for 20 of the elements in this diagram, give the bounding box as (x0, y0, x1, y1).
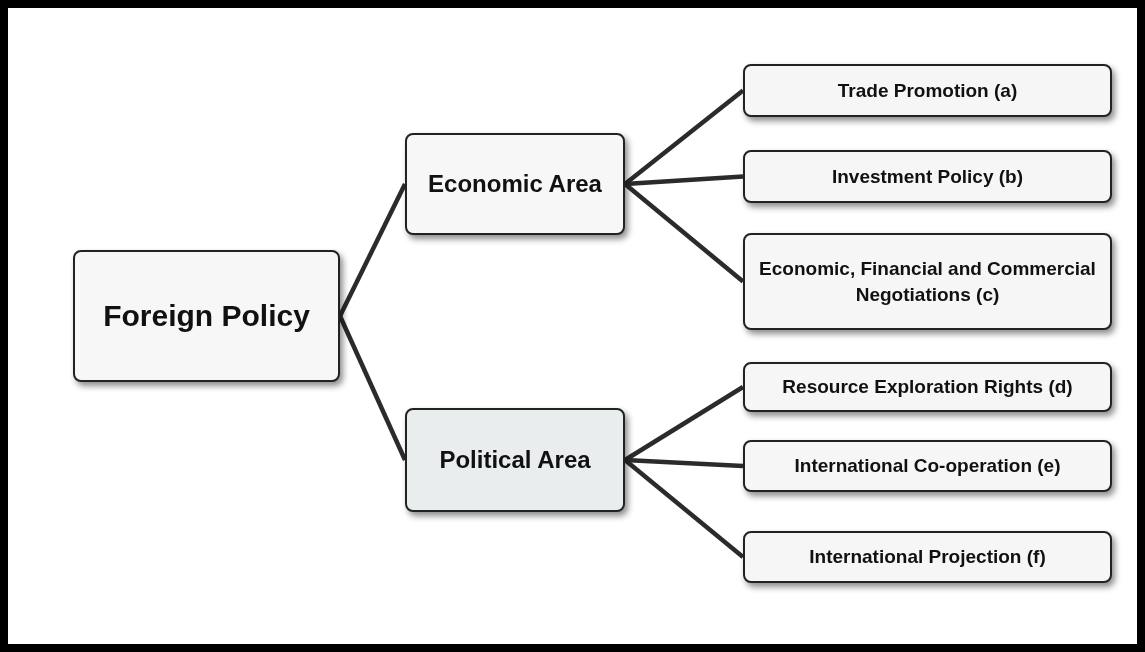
topic-box (743, 233, 1112, 330)
topic-box (743, 440, 1112, 492)
topic-box (743, 531, 1112, 583)
topic-box (743, 362, 1112, 412)
topic-box (743, 64, 1112, 117)
connector-line (338, 183, 407, 317)
topic-label: Political Area (439, 444, 591, 475)
topic-box (743, 150, 1112, 203)
topic-label: Investment Policy (b) (831, 164, 1024, 189)
topic-label: International Projection (f) (809, 545, 1046, 570)
topic-label: Resource Exploration Rights (d) (782, 375, 1073, 400)
topic-label: International Co-operation (e) (794, 454, 1061, 479)
topic-label: Foreign Policy (103, 297, 310, 334)
connector-line (623, 182, 745, 284)
topic-box (73, 250, 340, 382)
topic-label: Trade Promotion (a) (837, 78, 1018, 103)
topic-label: Economic Area (428, 168, 602, 199)
topic-box (405, 408, 625, 512)
topic-label: Economic, Financial and Commercial Negotiations (c) (758, 256, 1097, 307)
topic-box (405, 133, 625, 235)
